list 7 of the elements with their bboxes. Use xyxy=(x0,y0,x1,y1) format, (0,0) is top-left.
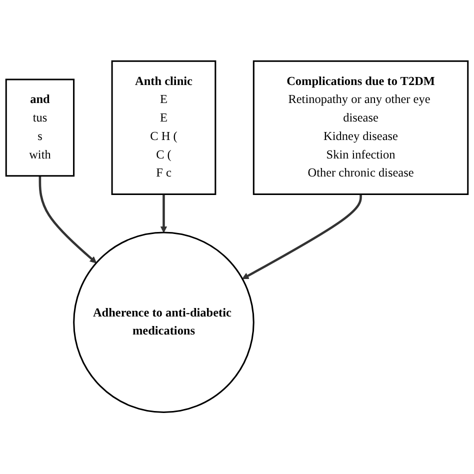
arrow xyxy=(242,194,362,280)
arrow xyxy=(160,194,168,234)
node-box: Anth clinic E E C H ( C ( F c xyxy=(111,60,216,196)
node-circle: Adherence to anti-diabetic medications xyxy=(73,232,254,414)
arrow xyxy=(38,176,97,264)
node-box: Complications due to T2DM Retinopathy or any other eye disease Kidney disease Skin infection Other chronic disease xyxy=(252,60,469,196)
node-box: and tus s with xyxy=(5,79,75,177)
